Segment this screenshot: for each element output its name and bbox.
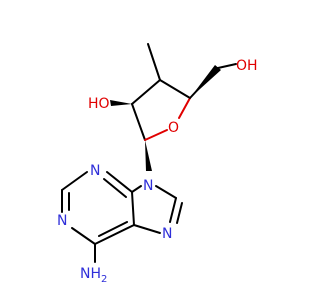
atom-labels: HO O OH N N N N NH2 xyxy=(57,58,258,285)
bond-c3-methyl xyxy=(147,43,161,81)
wedge-c1-n9 xyxy=(145,140,152,171)
atom-nh2: NH2 xyxy=(80,266,107,285)
bond-c6-c5-double xyxy=(98,221,128,237)
atom-ho-ring: HO xyxy=(88,96,110,112)
purine-bonds xyxy=(61,171,183,263)
atom-ring-oxygen: O xyxy=(168,120,179,136)
atom-n9: N xyxy=(143,178,153,194)
molecule-structure: HO O OH N N N N NH2 xyxy=(57,43,258,285)
bond-c4-n9 xyxy=(131,185,142,193)
bond-c8-n7-double xyxy=(176,202,183,224)
bond-c6-c5 xyxy=(94,224,135,245)
bond-o4-c1 xyxy=(144,129,168,141)
bond-c4-n3-double xyxy=(103,178,127,198)
atom-n1: N xyxy=(57,213,67,229)
atom-nh2-subscript: 2 xyxy=(101,274,107,285)
bond-n9-c8 xyxy=(155,185,177,199)
bond-c4-o4 xyxy=(178,97,191,119)
atom-oh-chain: OH xyxy=(236,58,258,74)
bond-n7-c5 xyxy=(133,224,161,234)
sugar-ring-bonds xyxy=(110,43,237,171)
atom-n7: N xyxy=(162,226,172,242)
atom-nh2-text: NH xyxy=(80,266,101,282)
bond-n3-c2 xyxy=(61,171,88,191)
bond-c2-c3 xyxy=(131,79,161,105)
bond-c5-c4 xyxy=(131,191,135,226)
bond-c3-c4 xyxy=(159,79,191,99)
bond-c4-n3 xyxy=(106,171,133,193)
bond-c5-oh xyxy=(217,63,237,69)
bond-c1-c2 xyxy=(131,103,146,141)
wedge-c4-c5 xyxy=(190,65,221,98)
atom-n3: N xyxy=(90,163,100,179)
bond-n1-c6 xyxy=(71,227,96,245)
bond-c8-n7 xyxy=(169,197,177,223)
wedge-c2-oh xyxy=(110,100,132,106)
